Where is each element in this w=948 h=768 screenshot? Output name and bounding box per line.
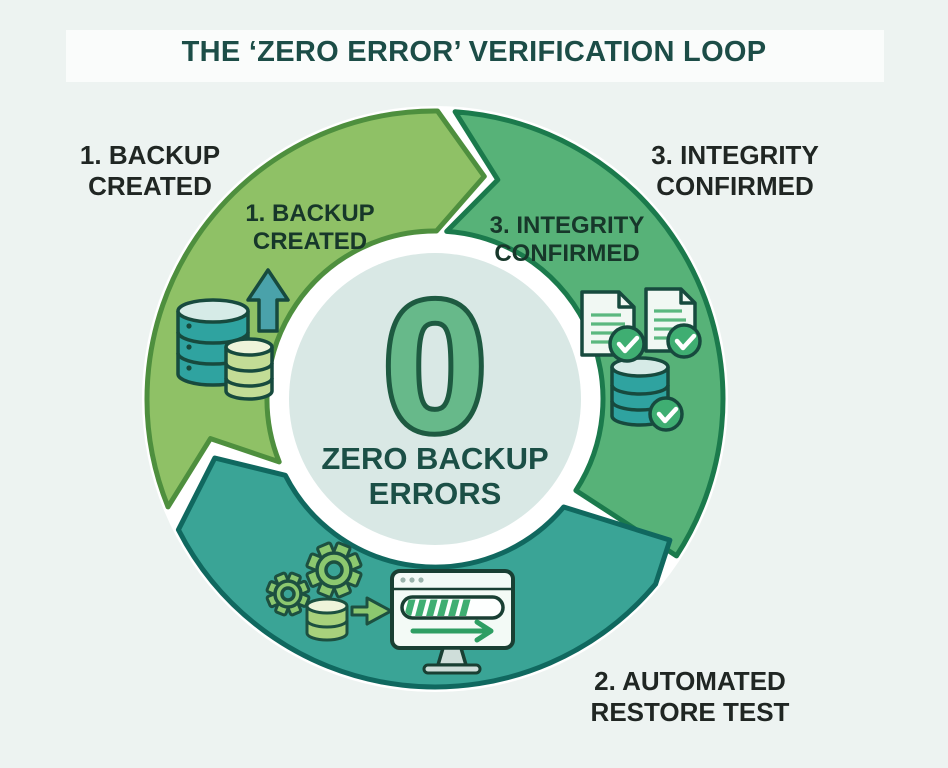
outer-label-integrity-confirmed: 3. INTEGRITY CONFIRMED <box>651 140 819 201</box>
monitor-base <box>422 663 482 675</box>
monitor-progress-icon <box>390 569 515 675</box>
arrow-right-icon <box>350 596 393 626</box>
database-stack-icon <box>176 298 274 401</box>
database-icon <box>305 597 349 642</box>
inner-label-integrity-confirmed: 3. INTEGRITY CONFIRMED <box>489 212 645 268</box>
restore-arrow-icon <box>410 619 494 643</box>
zero-errors-count: 0 <box>384 264 487 470</box>
upload-arrow-icon <box>246 268 290 333</box>
center-circle <box>289 253 581 545</box>
monitor-stand <box>436 646 468 667</box>
progress-bar-stripes <box>404 599 471 616</box>
outer-label-backup-created: 1. BACKUP CREATED <box>79 140 221 201</box>
gears-icon <box>305 541 363 599</box>
center-label: ZERO BACKUP ERRORS <box>321 441 549 511</box>
outer-label-automated-restore-test: 2. AUTOMATED RESTORE TEST <box>590 666 790 727</box>
segment-3-integrity-confirmed <box>444 109 726 559</box>
gears-icon <box>265 571 311 617</box>
check-badge-icon <box>608 323 702 432</box>
inner-label-backup-created: 1. BACKUP CREATED <box>245 200 375 256</box>
title-background-band <box>66 30 884 82</box>
page-title: THE ‘ZERO ERROR’ VERIFICATION LOOP <box>181 36 767 68</box>
